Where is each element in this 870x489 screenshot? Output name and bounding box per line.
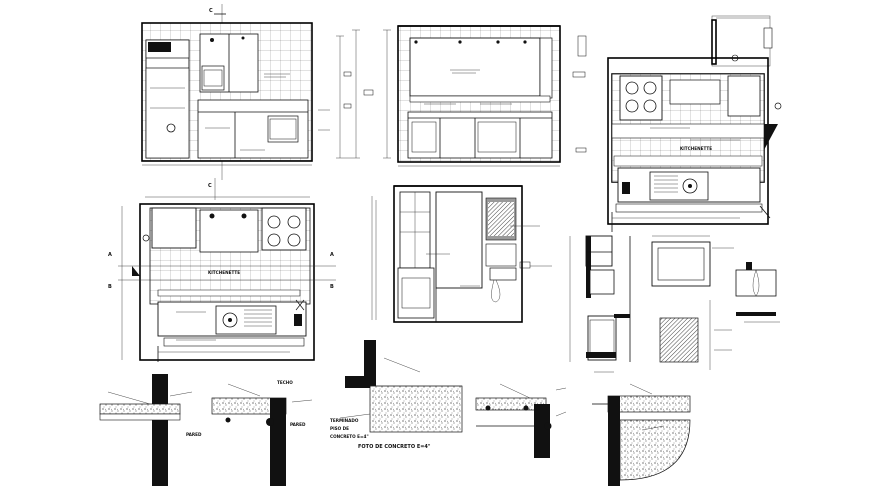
section-mark-c-top: C bbox=[209, 8, 213, 14]
kitchen-plan-left: C KITCHENETTE A A B B bbox=[108, 178, 336, 362]
pared-label-2: PARED bbox=[290, 422, 306, 427]
terminado-label: TERMINADO bbox=[330, 418, 359, 423]
elevation-sink-wall bbox=[383, 25, 587, 167]
section-mark-a-right: A bbox=[330, 252, 334, 258]
detail-wall-1: PARED bbox=[99, 374, 202, 486]
detail-floor-1: TERMINADO PISO DE CONCRETO E=4" FOTO DE … bbox=[330, 340, 463, 450]
section-mark-b-left: B bbox=[108, 284, 112, 290]
kitchen-plan-right: KITCHENETTE bbox=[607, 15, 782, 232]
techo-label: TECHO bbox=[277, 380, 293, 385]
kitchenette-label-right: KITCHENETTE bbox=[680, 146, 712, 151]
annotation-ticks bbox=[176, 69, 780, 373]
concreto-e-label: CONCRETO E=4" bbox=[330, 434, 369, 439]
detail-floor-2 bbox=[475, 383, 567, 458]
detail-corner-3 bbox=[592, 383, 691, 486]
section-mark-b-right: B bbox=[330, 284, 334, 290]
section-mark-a-left: A bbox=[108, 252, 112, 258]
piso-de-label: PISO DE bbox=[330, 426, 349, 431]
pared-label-1: PARED bbox=[186, 432, 202, 437]
detail-wall-2: TECHO PARED bbox=[211, 380, 313, 486]
foto-concreto-label: FOTO DE CONCRETO E=4" bbox=[358, 444, 431, 450]
kitchenette-label-plan: KITCHENETTE bbox=[208, 270, 240, 275]
section-center bbox=[371, 185, 531, 323]
section-mark-c-mid: C bbox=[208, 183, 212, 189]
cabinet-section-details bbox=[569, 235, 777, 370]
elevation-c-c: C bbox=[141, 4, 374, 180]
